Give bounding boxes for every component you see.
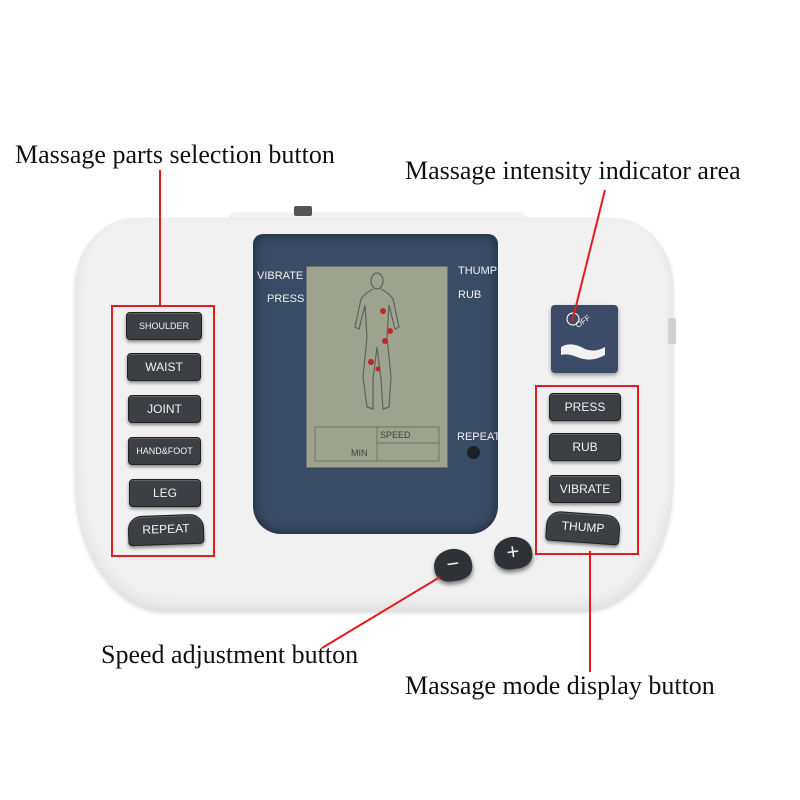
power-wave-icon [561,312,605,360]
lcd-label-vibrate: VIBRATE [257,270,304,282]
speed-adjustment-line [321,576,441,649]
rub-mode-button[interactable]: RUB [549,433,621,461]
shoulder-button[interactable]: SHOULDER [126,312,202,340]
marker-shoulder [380,308,386,314]
waist-button[interactable]: WAIST [127,353,201,381]
repeat-indicator-led [467,446,480,459]
lcd-speed-label: SPEED [380,430,411,440]
lcd-label-rub: RUB [458,289,482,301]
power-switch[interactable] [294,206,312,216]
intensity-indicator-button[interactable]: OFF [551,305,618,373]
side-jack [668,318,676,344]
leg-button[interactable]: LEG [129,479,201,507]
marker-joint [382,338,388,344]
lcd-screen: SPEED MIN [306,266,448,468]
hand-foot-button[interactable]: HAND&FOOT [128,437,201,465]
lcd-min-label: MIN [351,448,368,458]
callout-parts-selection: Massage parts selection button [15,140,335,169]
lcd-label-press: PRESS [267,293,305,305]
callout-intensity-indicator: Massage intensity indicator area [405,156,741,185]
marker-waist [387,328,393,334]
marker-knee [375,366,381,372]
press-mode-button[interactable]: PRESS [549,393,621,421]
intensity-indicator-line [571,189,606,323]
lcd-label-repeat: REPEAT [457,431,501,443]
joint-button[interactable]: JOINT [128,395,201,423]
vibrate-mode-button[interactable]: VIBRATE [549,475,621,503]
mode-buttons-highlight [535,385,639,555]
marker-leg [368,359,374,365]
lcd-label-thump: THUMP [458,265,498,277]
callout-speed-adjustment: Speed adjustment button [101,640,359,669]
body-figure-icon [314,272,440,462]
callout-mode-display: Massage mode display button [405,671,715,700]
parts-selection-highlight [111,305,215,557]
